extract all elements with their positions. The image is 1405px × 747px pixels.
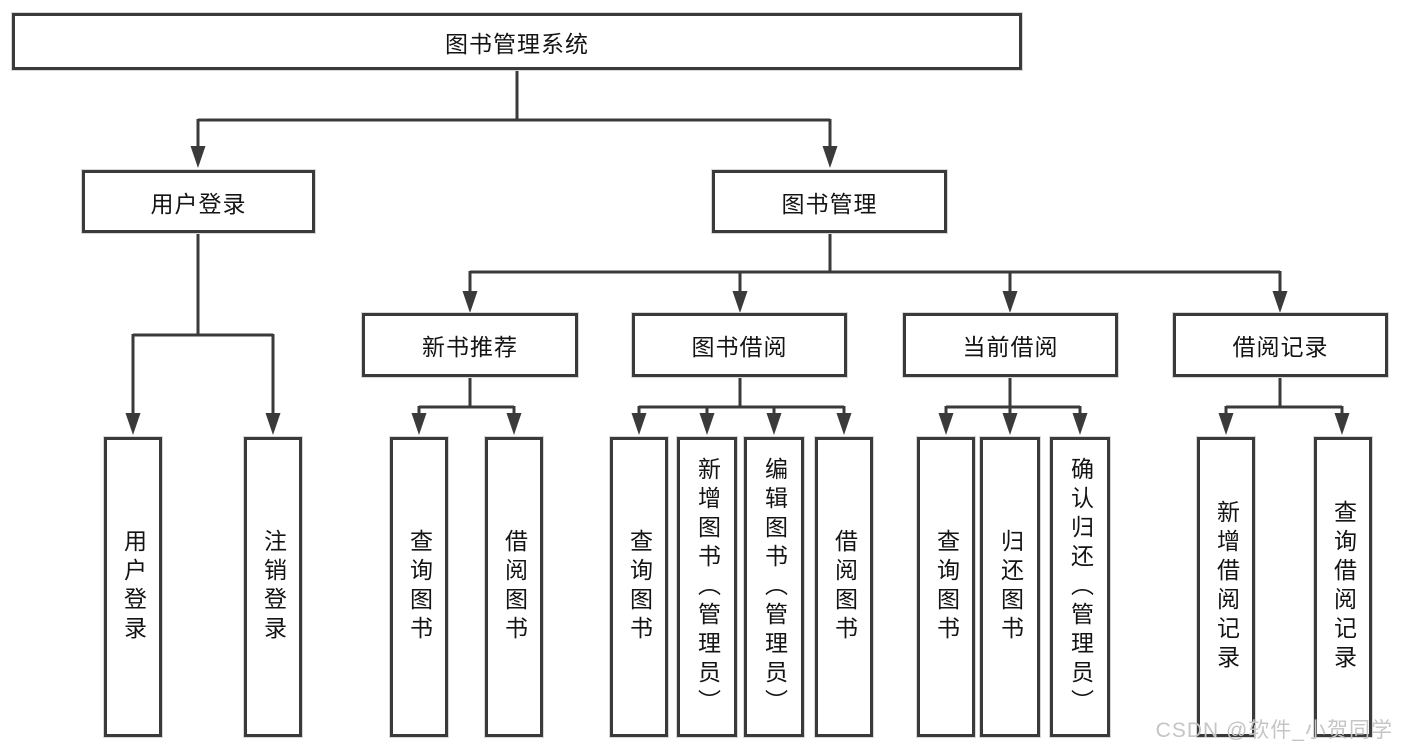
node-new-book-recommend-label: 新书推荐 — [422, 334, 518, 360]
leaf-add-borrow-record: 新增借阅记录 — [1197, 437, 1255, 737]
leaf-recommend-query-book-label: 查询图书 — [406, 529, 433, 645]
leaf-borrow-borrow-book-label: 借阅图书 — [831, 529, 858, 645]
leaf-add-book-admin: 新增图书（管理员） — [677, 437, 737, 737]
leaf-edit-book-admin-label: 编辑图书（管理员） — [761, 456, 788, 718]
leaf-borrow-borrow-book: 借阅图书 — [815, 437, 873, 737]
node-current-borrow-label: 当前借阅 — [962, 334, 1059, 360]
node-current-borrow: 当前借阅 — [903, 313, 1118, 377]
leaf-recommend-borrow-book: 借阅图书 — [485, 437, 543, 737]
leaf-return-book: 归还图书 — [980, 437, 1040, 737]
leaf-return-book-label: 归还图书 — [997, 529, 1024, 645]
node-user-login: 用户登录 — [82, 170, 315, 233]
csdn-watermark: CSDN @软件_小贺同学 — [1155, 719, 1393, 742]
leaf-logout-label: 注销登录 — [260, 529, 287, 645]
node-root-system: 图书管理系统 — [12, 13, 1022, 70]
leaf-query-borrow-record-label: 查询借阅记录 — [1330, 500, 1357, 674]
leaf-query-borrow-record: 查询借阅记录 — [1314, 437, 1372, 737]
leaf-user-login-label: 用户登录 — [120, 529, 147, 645]
leaf-confirm-return-admin-label: 确认归还（管理员） — [1067, 456, 1094, 718]
node-new-book-recommend: 新书推荐 — [362, 313, 578, 377]
leaf-add-borrow-record-label: 新增借阅记录 — [1213, 500, 1240, 674]
leaf-confirm-return-admin: 确认归还（管理员） — [1050, 437, 1110, 737]
node-root-system-label: 图书管理系统 — [445, 30, 589, 57]
arrowheads — [125, 146, 1350, 435]
node-book-borrow-label: 图书借阅 — [691, 334, 788, 360]
leaf-edit-book-admin: 编辑图书（管理员） — [744, 437, 804, 737]
leaf-add-book-admin-label: 新增图书（管理员） — [694, 456, 721, 718]
node-borrow-record-label: 借阅记录 — [1232, 334, 1329, 360]
leaf-recommend-borrow-book-label: 借阅图书 — [501, 529, 528, 645]
node-book-management: 图书管理 — [712, 170, 947, 233]
node-borrow-record: 借阅记录 — [1173, 313, 1388, 377]
leaf-current-query-book-label: 查询图书 — [933, 529, 960, 645]
node-user-login-label: 用户登录 — [150, 190, 247, 217]
leaf-borrow-query-book-label: 查询图书 — [626, 529, 653, 645]
leaf-user-login: 用户登录 — [104, 437, 162, 737]
node-book-borrow: 图书借阅 — [632, 313, 847, 377]
leaf-borrow-query-book: 查询图书 — [610, 437, 668, 737]
leaf-recommend-query-book: 查询图书 — [390, 437, 448, 737]
leaf-logout: 注销登录 — [244, 437, 302, 737]
leaf-current-query-book: 查询图书 — [917, 437, 975, 737]
node-book-management-label: 图书管理 — [781, 190, 878, 217]
